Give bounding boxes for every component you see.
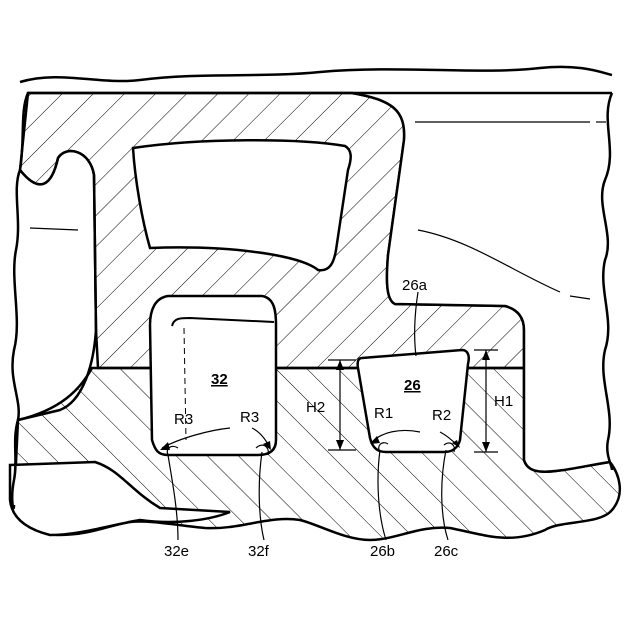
left-thin-line [30,228,78,230]
label-26c: 26c [434,543,459,560]
label-26b: 26b [370,543,395,560]
label-32e: 32e [164,543,189,560]
label-26a: 26a [402,277,428,294]
top-wavy-edge [20,67,612,82]
label-r3-left: R3 [174,411,193,428]
label-32f: 32f [248,543,270,560]
label-h2: H2 [306,399,325,416]
label-r1: R1 [374,405,393,422]
label-r3-right: R3 [240,409,259,426]
label-h1: H1 [494,393,513,410]
label-r2: R2 [432,407,451,424]
label-26: 26 [404,377,421,394]
seal-26 [358,350,469,452]
label-32: 32 [211,371,228,388]
